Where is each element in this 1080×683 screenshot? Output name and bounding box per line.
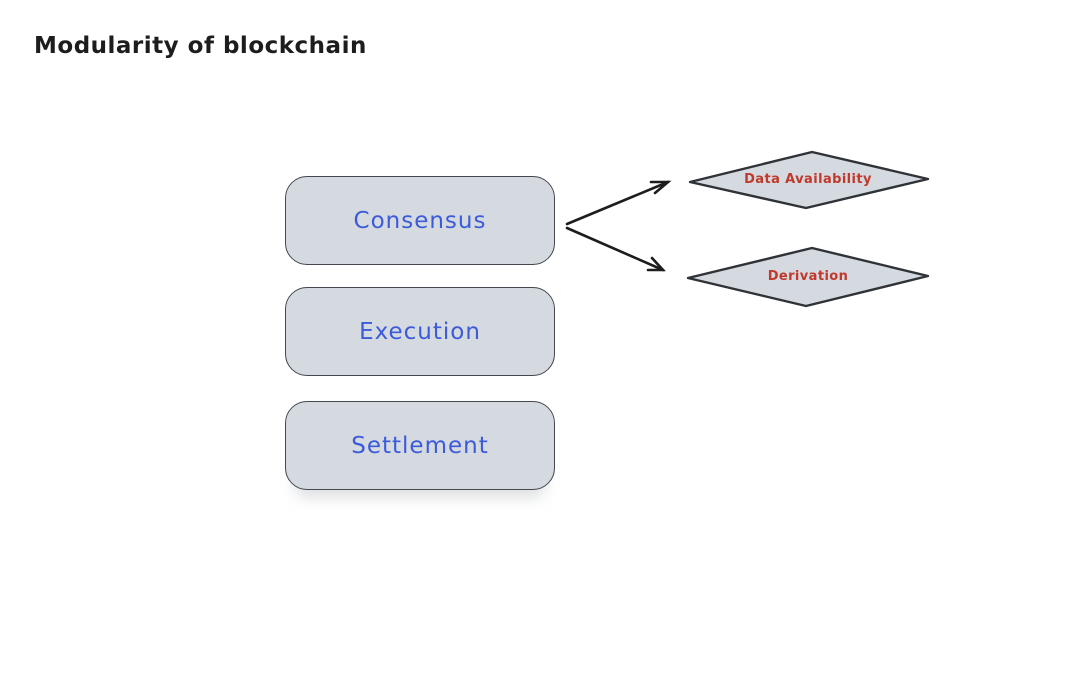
diagram-title: Modularity of blockchain: [34, 33, 367, 59]
node-settlement-label: Settlement: [351, 432, 489, 459]
arrow-consensus-to-derivation: [565, 226, 666, 272]
node-settlement: Settlement: [285, 401, 555, 490]
node-execution-label: Execution: [359, 318, 481, 345]
diamond-data-availability-label: Data Availability: [744, 172, 872, 187]
node-consensus-label: Consensus: [353, 207, 487, 234]
diamond-derivation-label: Derivation: [767, 269, 849, 284]
node-consensus: Consensus: [285, 176, 555, 265]
node-execution: Execution: [285, 287, 555, 376]
arrow-consensus-to-data-availability: [565, 180, 672, 226]
